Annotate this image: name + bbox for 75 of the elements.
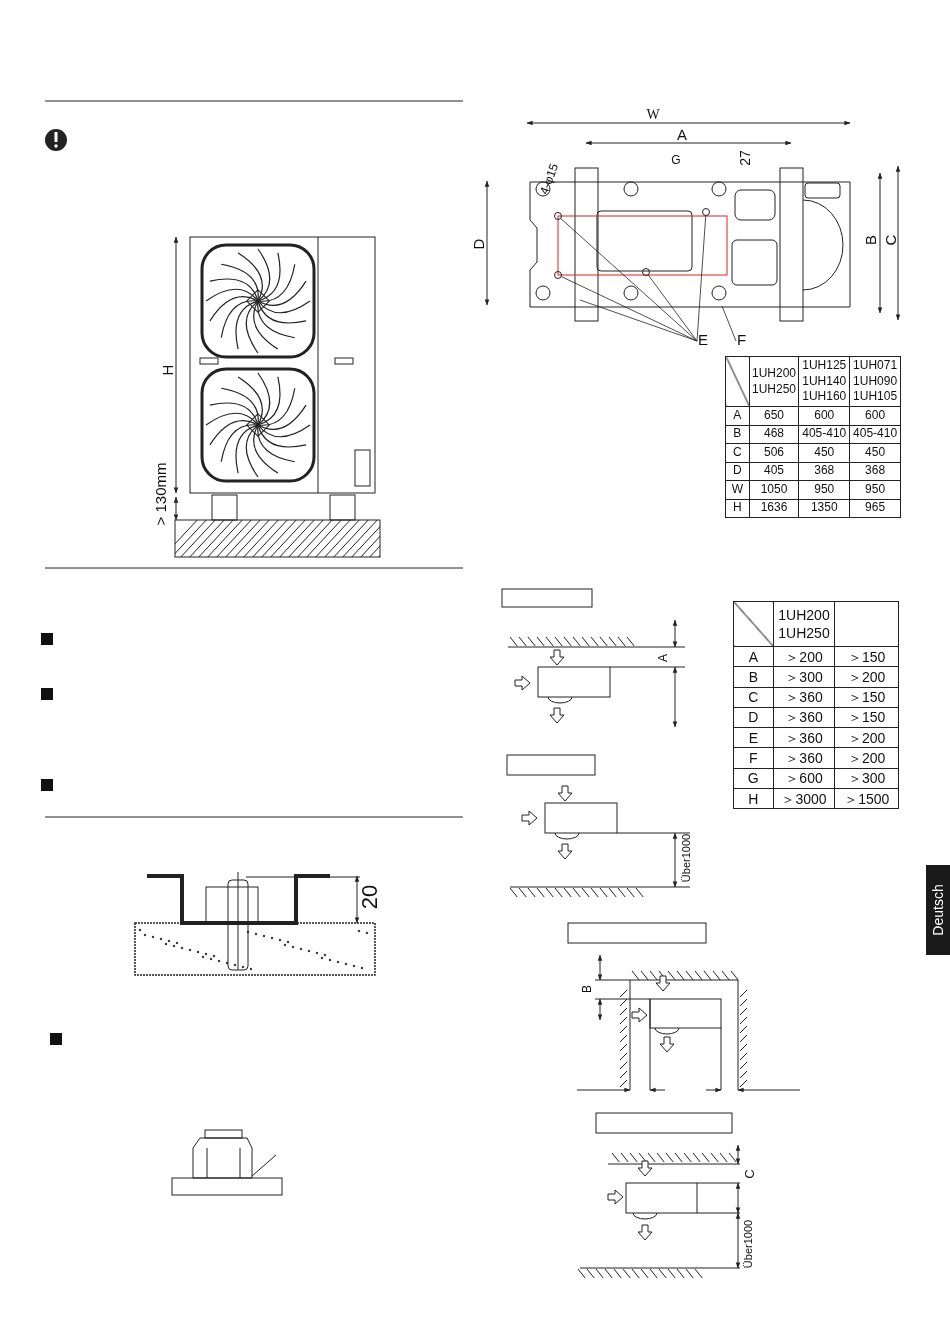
dimension-value: > 130mm	[152, 462, 168, 526]
clearance-value: ＞200	[785, 647, 823, 666]
model-list: 1UH071 1UH090 1UH105	[850, 358, 900, 405]
dimension-value: 1050	[760, 481, 788, 498]
dimension-letter: H	[159, 364, 175, 376]
callout-letter: E	[697, 331, 709, 349]
clearance-value: ＞1500	[844, 789, 890, 808]
leader-line	[648, 274, 698, 342]
row-letter: G	[747, 769, 759, 788]
clearance-value: ＞360	[785, 749, 823, 768]
dimension-letter: B	[581, 985, 593, 993]
row-letter: F	[749, 749, 758, 768]
dimension-letter: C	[882, 234, 898, 246]
tab-label: Deutsch	[931, 884, 945, 936]
leader-line	[696, 215, 707, 342]
dimension-value: 368	[865, 463, 886, 480]
row-letter: C	[748, 688, 759, 707]
dimension-letter: A	[657, 654, 669, 662]
clearance-value: ＞200	[848, 749, 886, 768]
row-letter: C	[732, 444, 742, 461]
dimension-letter: A	[677, 126, 687, 142]
leader-line	[579, 299, 698, 342]
row-letter: H	[748, 789, 759, 808]
clearance-value: ＞200	[848, 728, 886, 747]
clearance-value: ＞300	[785, 667, 823, 687]
dimension-value: 950	[865, 481, 886, 498]
callout-letter: F	[736, 331, 748, 349]
dimension-letter: 27	[738, 150, 752, 166]
dimension-value: 1350	[810, 500, 838, 517]
clearance-value: ＞360	[785, 708, 823, 727]
dimension-letter: B	[862, 235, 878, 245]
dimension-value: Über1000	[742, 1219, 754, 1269]
dimension-value: 600	[814, 407, 835, 424]
row-letter: E	[748, 728, 758, 747]
row-letter: H	[732, 500, 742, 517]
clearance-value: ＞360	[785, 728, 823, 747]
dimension-value: 450	[814, 444, 835, 461]
clearance-value: ＞150	[848, 708, 886, 727]
model-list: 1UH200 1UH250	[773, 605, 835, 643]
dimension-letter: C	[742, 1169, 756, 1179]
dimension-value: 506	[763, 444, 784, 461]
dimension-value: 20	[359, 884, 381, 910]
dimension-letter: D	[470, 238, 486, 250]
dimension-value: 950	[814, 481, 835, 498]
clearance-value: ＞600	[785, 769, 823, 788]
row-letter: D	[732, 463, 742, 480]
dimension-value: 1636	[760, 500, 788, 517]
model-list: 1UH125 1UH140 1UH160	[799, 358, 850, 405]
clearance-value: ＞200	[848, 667, 886, 687]
dimension-value: 405-410	[802, 426, 847, 443]
dimension-value: 405-410	[853, 426, 898, 443]
row-letter: D	[748, 708, 759, 727]
dimension-letter: 4-φ15	[537, 162, 561, 196]
dimension-letter: G	[671, 154, 681, 166]
clearance-value: ＞150	[848, 647, 886, 666]
row-letter: A	[748, 647, 758, 666]
dimension-value: 450	[865, 444, 886, 461]
dimension-value: 650	[763, 407, 784, 424]
clearance-value: ＞3000	[781, 789, 827, 808]
dimension-value: 600	[865, 407, 886, 424]
row-letter: B	[733, 426, 742, 443]
dimension-letter: W	[646, 108, 660, 122]
leader-line	[721, 305, 737, 342]
dimension-value: 468	[763, 426, 784, 443]
dimension-value: 368	[814, 463, 835, 480]
row-letter: W	[731, 481, 743, 498]
row-letter: A	[733, 407, 742, 424]
row-letter: B	[748, 667, 758, 687]
dimension-value: 965	[865, 500, 886, 517]
clearance-value: ＞360	[785, 688, 823, 707]
dimension-value: 405	[763, 463, 784, 480]
model-list: 1UH200 1UH250	[749, 365, 799, 398]
clearance-value: ＞300	[848, 769, 886, 788]
dimension-value: Über1000	[680, 833, 692, 883]
clearance-value: ＞150	[848, 688, 886, 707]
